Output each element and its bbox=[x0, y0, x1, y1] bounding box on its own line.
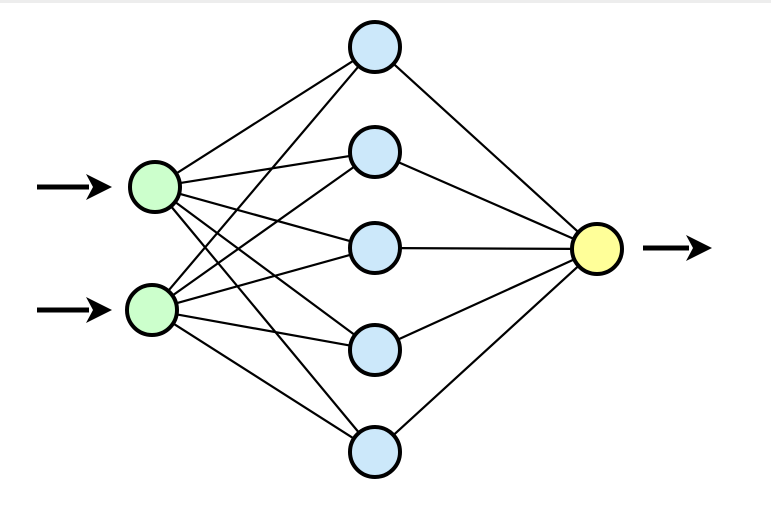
input-arrow-2 bbox=[37, 297, 112, 323]
input-arrow-1 bbox=[37, 174, 112, 200]
edge-h2-o1 bbox=[397, 161, 575, 240]
edge-h1-o1 bbox=[393, 63, 579, 233]
edge-i2-h1 bbox=[167, 65, 360, 292]
edge-i1-h4 bbox=[174, 201, 356, 336]
hidden-node-1[interactable] bbox=[348, 20, 402, 74]
top-border-band bbox=[0, 0, 771, 3]
edge-i2-h4 bbox=[176, 313, 351, 347]
edge-i2-h2 bbox=[172, 165, 355, 297]
output-layer bbox=[570, 222, 624, 276]
edge-h4-o1 bbox=[397, 258, 575, 341]
edges-group bbox=[167, 59, 579, 440]
edge-i2-h5 bbox=[172, 322, 355, 440]
edge-i1-h3 bbox=[178, 192, 352, 243]
input-arrow-2-head bbox=[86, 297, 112, 323]
input-node-2[interactable] bbox=[125, 283, 179, 337]
input-node-1[interactable] bbox=[128, 160, 182, 214]
edge-i1-h1 bbox=[175, 59, 355, 175]
nodes-group bbox=[125, 20, 624, 479]
io-arrows-group bbox=[37, 174, 712, 323]
hidden-node-5[interactable] bbox=[348, 425, 402, 479]
output-arrow-1 bbox=[643, 235, 712, 261]
output-node-1[interactable] bbox=[570, 222, 624, 276]
hidden-node-3[interactable] bbox=[348, 221, 402, 275]
hidden-node-2[interactable] bbox=[348, 125, 402, 179]
edge-i1-h2 bbox=[179, 154, 351, 185]
output-arrow-1-head bbox=[686, 235, 712, 261]
edge-h3-o1 bbox=[399, 247, 573, 250]
input-arrow-1-head bbox=[86, 174, 112, 200]
edge-h5-o1 bbox=[393, 265, 579, 436]
edge-i2-h3 bbox=[175, 253, 352, 305]
input-layer bbox=[125, 160, 182, 337]
edge-i1-h5 bbox=[170, 205, 360, 434]
hidden-layer bbox=[348, 20, 402, 479]
hidden-node-4[interactable] bbox=[348, 323, 402, 377]
